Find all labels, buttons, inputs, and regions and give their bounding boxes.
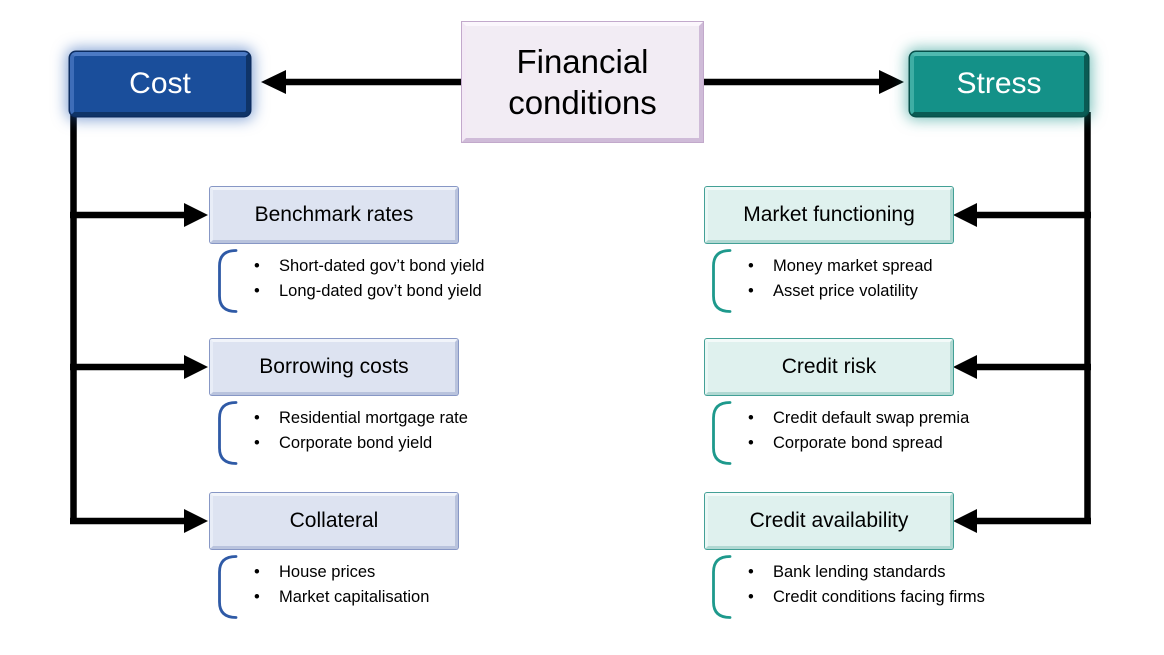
sub-box-heading: Credit availability <box>749 509 909 532</box>
bullet-item: Short-dated gov’t bond yield <box>254 254 572 279</box>
bullet-list: House prices Market capitalisation <box>212 556 572 610</box>
sub-box-credit-risk: Credit risk <box>705 339 953 395</box>
bullet-list: Residential mortgage rate Corporate bond… <box>212 402 572 456</box>
right-brace-icon <box>712 401 732 465</box>
bullet-group-market-functioning: Money market spread Asset price volatili… <box>706 249 1066 313</box>
bullet-group-credit-availability: Bank lending standards Credit conditions… <box>706 555 1066 619</box>
left-brace-icon <box>218 249 238 313</box>
bullet-item: Asset price volatility <box>748 279 1066 304</box>
financial-conditions-label: Financial conditions <box>508 42 657 121</box>
sub-box-heading: Borrowing costs <box>259 355 409 378</box>
bullet-item: Corporate bond spread <box>748 431 1066 456</box>
bullet-item: Long-dated gov’t bond yield <box>254 279 572 304</box>
sub-box-heading: Collateral <box>289 509 379 532</box>
sub-box-credit-availability: Credit availability <box>705 493 953 549</box>
stress-branch-arrowhead-0-icon <box>953 203 977 227</box>
bullet-item: Market capitalisation <box>254 585 572 610</box>
sub-box-market-functioning: Market functioning <box>705 187 953 243</box>
left-brace-icon <box>218 555 238 619</box>
cost-box: Cost <box>70 52 250 116</box>
sub-box-heading: Benchmark rates <box>254 203 414 226</box>
arrowhead-to-stress-icon <box>879 70 904 94</box>
cost-label: Cost <box>129 67 191 100</box>
sub-box-benchmark-rates: Benchmark rates <box>210 187 458 243</box>
right-brace-icon <box>712 555 732 619</box>
bullet-list: Short-dated gov’t bond yield Long-dated … <box>212 250 572 304</box>
left-brace-icon <box>218 401 238 465</box>
cost-branch-arrowhead-1-icon <box>184 355 208 379</box>
bullet-group-benchmark-rates: Short-dated gov’t bond yield Long-dated … <box>212 249 572 313</box>
bullet-item: Corporate bond yield <box>254 431 572 456</box>
cost-branch-arrowhead-0-icon <box>184 203 208 227</box>
bullet-group-collateral: House prices Market capitalisation <box>212 555 572 619</box>
bullet-item: Money market spread <box>748 254 1066 279</box>
bullet-item: Bank lending standards <box>748 560 1066 585</box>
right-brace-icon <box>712 249 732 313</box>
sub-box-heading: Market functioning <box>743 203 915 226</box>
bullet-list: Bank lending standards Credit conditions… <box>706 556 1066 610</box>
sub-box-collateral: Collateral <box>210 493 458 549</box>
bullet-list: Money market spread Asset price volatili… <box>706 250 1066 304</box>
bullet-group-credit-risk: Credit default swap premia Corporate bon… <box>706 401 1066 465</box>
bullet-item: Credit default swap premia <box>748 406 1066 431</box>
cost-branch-arrowhead-2-icon <box>184 509 208 533</box>
sub-box-heading: Credit risk <box>781 355 877 378</box>
sub-box-borrowing-costs: Borrowing costs <box>210 339 458 395</box>
bullet-group-borrowing-costs: Residential mortgage rate Corporate bond… <box>212 401 572 465</box>
bullet-item: House prices <box>254 560 572 585</box>
stress-box: Stress <box>910 52 1088 116</box>
bullet-list: Credit default swap premia Corporate bon… <box>706 402 1066 456</box>
stress-branch-arrowhead-1-icon <box>953 355 977 379</box>
financial-conditions-box: Financial conditions <box>462 22 703 142</box>
arrowhead-to-cost-icon <box>261 70 286 94</box>
stress-branch-arrowhead-2-icon <box>953 509 977 533</box>
bullet-item: Credit conditions facing firms <box>748 585 1066 610</box>
bullet-item: Residential mortgage rate <box>254 406 572 431</box>
stress-label: Stress <box>956 67 1042 100</box>
